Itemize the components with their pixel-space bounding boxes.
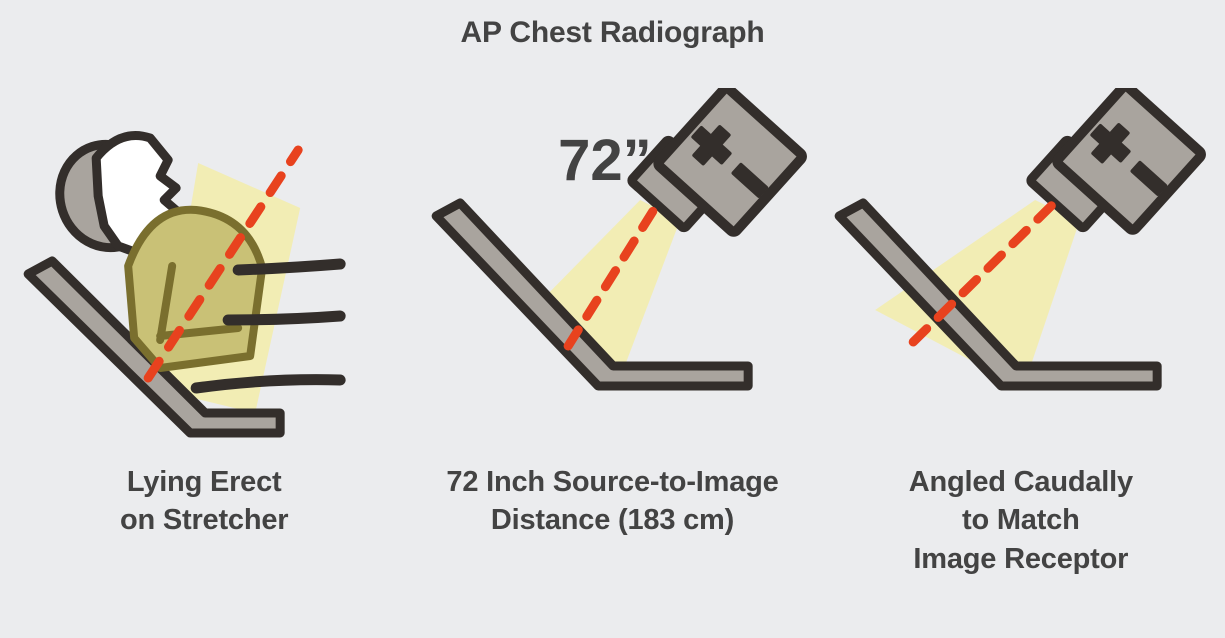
caption-line: 72 Inch Source-to-Image [446, 466, 779, 498]
xray-tube-head [653, 88, 808, 237]
xray-beam-wedge [874, 200, 1079, 388]
panel-row: Lying Erect on Stretcher [0, 88, 1225, 638]
xray-tube-head [1052, 88, 1206, 235]
panel-lying-erect: Lying Erect on Stretcher [0, 88, 408, 638]
illustration-source-to-image-distance: 72” [408, 88, 816, 448]
stretcher [23, 256, 285, 438]
caption-line: on Stretcher [119, 504, 289, 537]
minus-icon [731, 162, 769, 198]
center-ray [563, 201, 661, 351]
caption-line: Lying Erect [126, 466, 282, 498]
caption-line: Angled Caudally [908, 466, 1133, 498]
patient-legs [190, 258, 346, 394]
caption-line: Distance (183 cm) [490, 504, 735, 537]
illustration-lying-erect [0, 88, 408, 448]
plus-icon [691, 125, 732, 166]
caption-line: to Match [962, 504, 1080, 537]
caption-line: Image Receptor [913, 542, 1129, 575]
plus-icon [1090, 123, 1131, 164]
center-ray [908, 199, 1058, 347]
center-ray [143, 145, 303, 383]
stretcher [431, 198, 753, 391]
page-title: AP Chest Radiograph [460, 16, 765, 49]
distance-label: 72” [558, 128, 652, 193]
panel-angled-caudally: Angled Caudally to Match Image Receptor [817, 88, 1225, 638]
stretcher [834, 198, 1162, 391]
illustration-angled-caudally [817, 88, 1225, 448]
caption-angled-caudally: Angled Caudally to Match Image Receptor [817, 463, 1225, 578]
minus-icon [1130, 160, 1167, 196]
panel-source-to-image-distance: 72” 72 Inch Source-to-Image Distance (18… [408, 88, 816, 638]
caption-source-to-image-distance: 72 Inch Source-to-Image Distance (183 cm… [408, 463, 816, 540]
caption-lying-erect: Lying Erect on Stretcher [0, 463, 408, 540]
distance-annotation: 72” [558, 128, 652, 193]
